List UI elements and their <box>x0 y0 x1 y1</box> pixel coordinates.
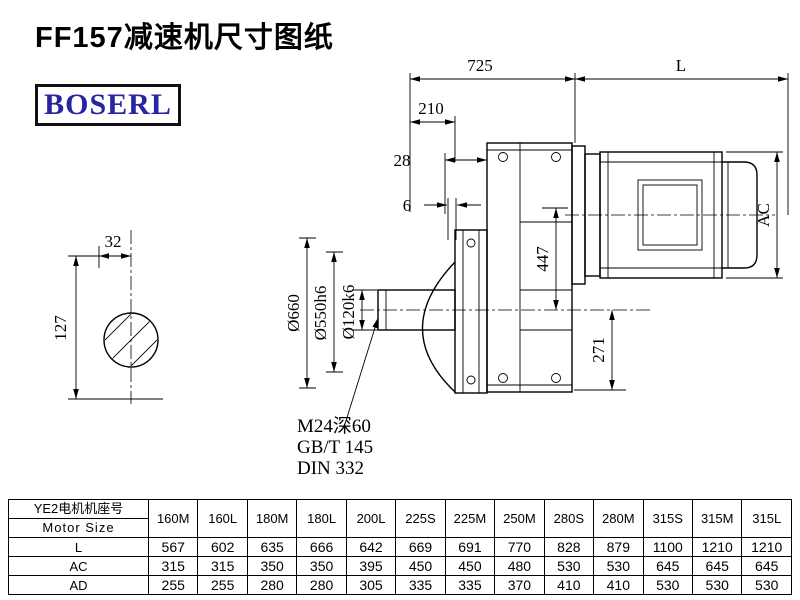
column-header: 160L <box>197 499 248 538</box>
std-gbt-label: GB/T 145 <box>297 437 373 458</box>
cell: 280 <box>296 575 347 595</box>
cell: 669 <box>395 537 446 557</box>
column-header: 180L <box>296 499 347 538</box>
fan-cover <box>722 161 758 269</box>
cell: 370 <box>494 575 545 595</box>
cell: 255 <box>197 575 248 595</box>
cell: 530 <box>642 575 693 595</box>
cell: 530 <box>543 556 595 576</box>
cell: 480 <box>494 556 545 576</box>
column-header: 315S <box>642 499 693 538</box>
table-row-AD: AD 255 255 280 280 305 335 335 370 410 4… <box>8 575 792 595</box>
cell: 666 <box>296 537 347 557</box>
row-label: AC <box>8 556 149 576</box>
cell: 635 <box>246 537 298 557</box>
cell: 1100 <box>642 537 693 557</box>
table-corner: YE2电机机座号 Motor Size <box>8 499 149 538</box>
column-header: 225M <box>444 499 496 538</box>
top-dimensions: 725 L 210 28 6 <box>394 56 789 240</box>
gearbox-housing <box>486 142 573 393</box>
table-row-L: L 567 602 635 666 642 669 691 770 828 87… <box>8 537 792 557</box>
cell: 450 <box>444 556 496 576</box>
table-row-AC: AC 315 315 350 350 395 450 450 480 530 5… <box>8 556 792 576</box>
mounting-flange <box>421 229 488 394</box>
cell: 530 <box>593 556 644 576</box>
dim-6-label: 6 <box>403 196 412 215</box>
dia-550-label: Ø550h6 <box>311 286 330 341</box>
column-header: 180M <box>246 499 298 538</box>
corner-line1: YE2电机机座号 <box>9 501 148 519</box>
dim-AC-label: AC <box>754 203 773 227</box>
dim-127-label: 127 <box>51 315 70 341</box>
thread-note-label: M24深60 <box>297 415 371 437</box>
dim-28-label: 28 <box>394 151 411 170</box>
cell: 410 <box>543 575 595 595</box>
size-table: YE2电机机座号 Motor Size 160M 160L 180M 180L … <box>8 499 792 595</box>
cell: 691 <box>444 537 496 557</box>
corner-line2: Motor Size <box>42 520 115 535</box>
cell: 530 <box>741 575 792 595</box>
cell: 1210 <box>741 537 792 557</box>
cell: 305 <box>345 575 397 595</box>
brand-logo: BOSERL <box>35 84 181 126</box>
cell: 828 <box>543 537 595 557</box>
cell: 350 <box>296 556 347 576</box>
cell: 602 <box>197 537 248 557</box>
table-header-row: YE2电机机座号 Motor Size 160M 160L 180M 180L … <box>8 499 792 538</box>
column-header: 280S <box>543 499 595 538</box>
cell: 645 <box>741 556 792 576</box>
dim-725-label: 725 <box>467 56 493 75</box>
thread-note: M24深60 GB/T 145 DIN 332 <box>297 317 379 479</box>
cell: 879 <box>593 537 644 557</box>
section-hatching <box>105 314 157 366</box>
dia-660-label: Ø660 <box>284 294 303 332</box>
dimension-drawing: 32 127 <box>51 56 789 479</box>
cell: 642 <box>345 537 397 557</box>
row-label: AD <box>8 575 149 595</box>
cell: 645 <box>642 556 693 576</box>
column-header: 250M <box>494 499 545 538</box>
cell: 315 <box>147 556 199 576</box>
dim-210-label: 210 <box>418 99 444 118</box>
std-din-label: DIN 332 <box>297 458 364 479</box>
cell: 567 <box>147 537 199 557</box>
cell: 350 <box>246 556 298 576</box>
column-header: 280M <box>593 499 644 538</box>
dim-271-label: 271 <box>589 337 608 363</box>
page-title: FF157减速机尺寸图纸 <box>35 22 334 54</box>
cell: 280 <box>246 575 298 595</box>
right-dimensions: AC 447 271 <box>533 151 783 391</box>
cell: 255 <box>147 575 199 595</box>
shaft-section-detail: 32 127 <box>51 230 163 404</box>
column-header: 160M <box>147 499 199 538</box>
column-header: 315M <box>691 499 743 538</box>
cell: 645 <box>691 556 743 576</box>
column-header: 200L <box>345 499 397 538</box>
dim-32-label: 32 <box>105 232 122 251</box>
brand-logo-text: BOSERL <box>44 88 172 121</box>
output-shaft <box>360 289 650 331</box>
cell: 770 <box>494 537 545 557</box>
cell: 410 <box>593 575 644 595</box>
dia-120-label: Ø120k6 <box>339 285 358 340</box>
dim-447-label: 447 <box>533 246 552 272</box>
column-header: 225S <box>395 499 446 538</box>
cell: 450 <box>395 556 446 576</box>
cell: 530 <box>691 575 743 595</box>
cell: 335 <box>444 575 496 595</box>
cell: 335 <box>395 575 446 595</box>
cell: 1210 <box>691 537 743 557</box>
diameter-dimensions: Ø660 Ø550h6 Ø120k6 <box>284 237 377 389</box>
column-header: 315L <box>741 499 792 538</box>
cell: 395 <box>345 556 397 576</box>
dim-L-label: L <box>676 56 686 75</box>
row-label: L <box>8 537 149 557</box>
cell: 315 <box>197 556 248 576</box>
motor <box>565 145 775 285</box>
